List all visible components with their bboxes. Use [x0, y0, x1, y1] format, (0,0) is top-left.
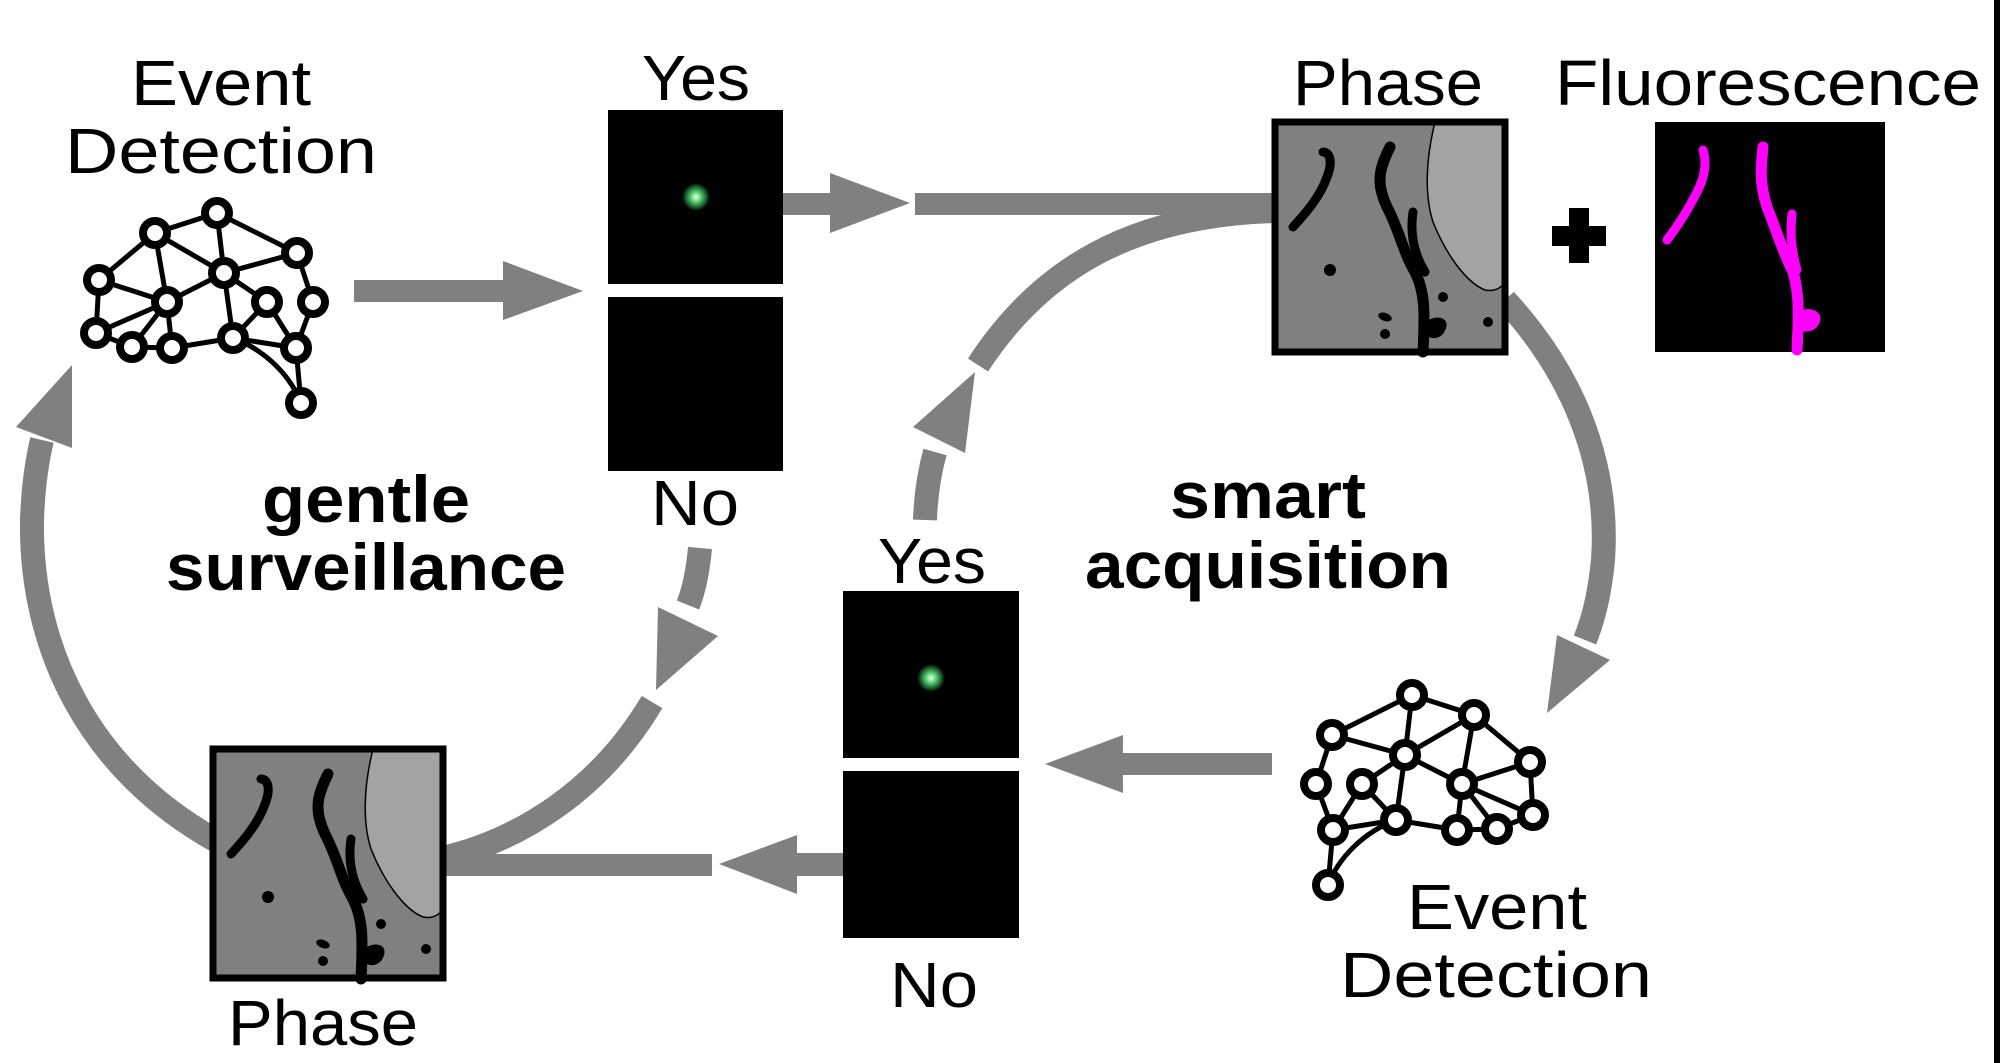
- loop-left-label-line1: gentle: [262, 462, 470, 536]
- arrow-net-to-decision-top: [354, 261, 583, 320]
- arrowhead-no-to-phase: [656, 607, 718, 690]
- event-detection-bottom-line2: Detection: [1340, 939, 1652, 1011]
- phase-bottom: Phase: [213, 749, 443, 1059]
- loop-left-label-line2: surveillance: [166, 530, 566, 604]
- event-detection-top-line1: Event: [131, 47, 311, 119]
- arrowhead-left-arc: [16, 365, 72, 448]
- detection-spot-icon: [682, 183, 710, 211]
- arc-phase-to-net: [19, 437, 221, 851]
- acquisition-output: Phase Fluorescence: [1275, 47, 1981, 352]
- event-detection-top: Event Detection: [65, 47, 377, 415]
- fluorescence-label: Fluorescence: [1555, 47, 1981, 119]
- decision-bottom-no-label: No: [890, 949, 978, 1021]
- neural-network-icon: [84, 201, 325, 415]
- loop-right-label-line1: smart: [1170, 458, 1366, 532]
- phase-bottom-label: Phase: [228, 987, 418, 1059]
- decision-bottom: Yes No: [843, 525, 1019, 1021]
- decision-top-no-image: [608, 297, 783, 471]
- arc-yes-to-acquisition-upper: [967, 199, 1276, 372]
- plus-icon: [1552, 208, 1606, 263]
- arrowhead-right-arc: [1547, 635, 1610, 713]
- event-detection-bottom: Event Detection: [1304, 683, 1652, 1011]
- arc-yes-to-acquisition-lower: [913, 448, 947, 521]
- fluorescence-image: [1655, 122, 1885, 356]
- arrowhead-yes-to-acquisition: [913, 372, 975, 453]
- arrow-no-to-phase: [443, 835, 845, 894]
- decision-top-yes-label: Yes: [642, 42, 750, 114]
- arc-no-to-phase-bottom: [440, 695, 663, 870]
- decision-top-no-label: No: [651, 467, 739, 539]
- neural-network-icon: [1304, 683, 1545, 897]
- phase-top-image: [1275, 122, 1505, 352]
- decision-top: Yes No: [608, 42, 783, 539]
- decision-bottom-yes-label: Yes: [878, 525, 986, 597]
- event-detection-top-line2: Detection: [65, 115, 377, 187]
- phase-top-label: Phase: [1293, 47, 1483, 119]
- arc-no-to-phase-top: [676, 546, 712, 610]
- loop-right-label-line2: acquisition: [1085, 528, 1451, 602]
- detection-spot-icon: [917, 664, 945, 692]
- event-detection-bottom-line1: Event: [1407, 871, 1587, 943]
- arrow-net-to-decision-bottom: [1045, 735, 1272, 793]
- phase-bottom-image: [213, 749, 443, 979]
- arc-acquisition-to-net: [1496, 291, 1616, 645]
- right-border-line: [1994, 0, 2000, 1063]
- decision-bottom-no-image: [843, 771, 1019, 938]
